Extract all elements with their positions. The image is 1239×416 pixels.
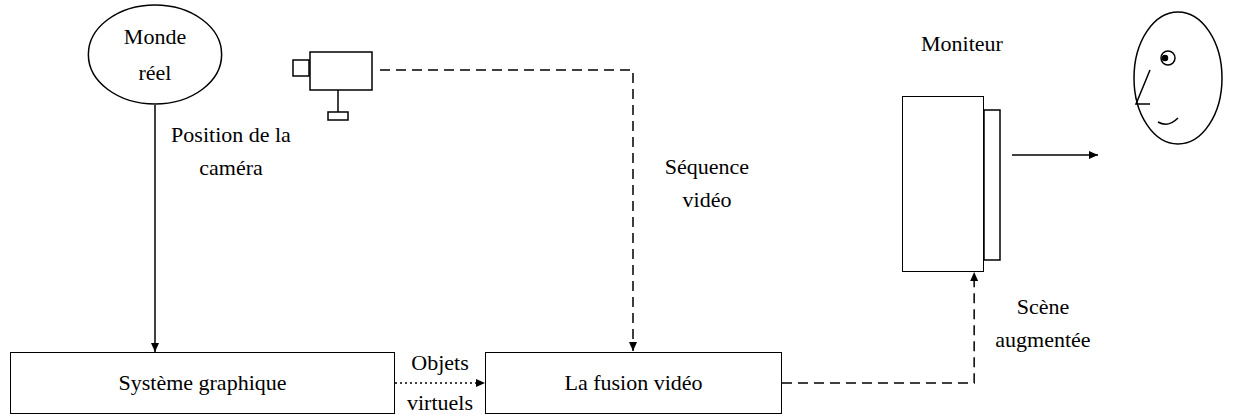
edge-label: Position de la caméra [156, 118, 306, 184]
monitor-box: Moniteur [902, 96, 984, 272]
node-text: Système graphique [112, 367, 292, 399]
world-ellipse: Monde réel [87, 4, 223, 105]
monitor-screen [984, 110, 1000, 260]
edge-label: Scène augmentée [983, 290, 1103, 356]
connector [154, 105, 156, 352]
ellipse-outline [87, 4, 223, 105]
node-text: La fusion vidéo [558, 367, 708, 399]
node-heading: Moniteur [921, 31, 1003, 57]
connector [395, 382, 485, 384]
video-feed-line [380, 70, 633, 351]
viewer-face [1134, 12, 1222, 144]
edge-label: Objets virtuels [395, 343, 485, 416]
process-box: La fusion vidéo [485, 352, 782, 414]
signal-label: Séquence vidéo [646, 150, 768, 216]
node-text: Monde réel [102, 19, 208, 89]
camera-icon [293, 52, 372, 120]
process-box: Système graphique [10, 352, 395, 414]
view-arrow [1012, 154, 1098, 156]
connector [782, 272, 974, 383]
